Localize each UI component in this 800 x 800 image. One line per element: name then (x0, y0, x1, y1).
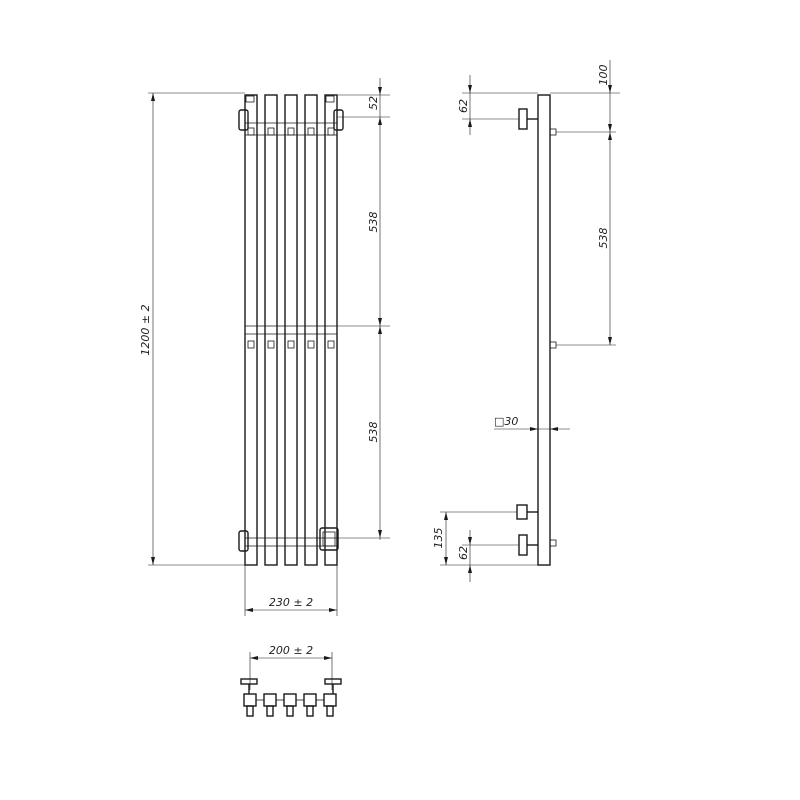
dim-side-spacing-label: 538 (597, 228, 610, 249)
front-view: 1200 ± 2 52 538 538 230 ± 2 (139, 78, 390, 616)
dim-bottom-width-label: 200 ± 2 (269, 644, 313, 657)
bottom-tube-2 (263, 693, 277, 707)
dim-overall-height: 1200 ± 2 (139, 92, 245, 566)
front-tube-5 (324, 94, 338, 566)
front-tube-2 (264, 94, 278, 566)
front-tube-3 (284, 94, 298, 566)
dim-side-bottom-135-label: 135 (432, 528, 445, 549)
dim-side-spacing: 538 (556, 132, 616, 346)
side-view: 100 62 538 □30 (432, 60, 620, 582)
bottom-view: 200 ± 2 (240, 644, 342, 717)
dim-side-top-label: 100 (597, 65, 610, 86)
front-tube-4 (304, 94, 318, 566)
dim-overall-height-label: 1200 ± 2 (139, 304, 152, 355)
front-bottom-collector (238, 527, 339, 552)
front-top-collector (238, 95, 344, 136)
dim-side-bottom-135: 135 (432, 511, 538, 566)
dim-side-top-pipe: 62 (457, 75, 538, 135)
dim-side-top: 100 (550, 60, 620, 133)
dim-upper-spacing-label: 538 (367, 212, 380, 233)
dim-right-stack: 52 538 538 (337, 78, 390, 540)
dim-tube-profile-label: □30 (494, 415, 518, 428)
front-middle-collector (245, 325, 337, 349)
dim-lower-spacing-label: 538 (367, 422, 380, 443)
side-middle-mark (549, 341, 557, 349)
dim-side-bottom-62-label: 62 (457, 546, 470, 560)
dim-top-offset-label: 52 (367, 96, 380, 110)
bottom-tube-4 (303, 693, 317, 707)
front-tube-1 (244, 94, 258, 566)
bottom-tube-1 (243, 693, 257, 707)
dim-overall-width-label: 230 ± 2 (269, 596, 313, 609)
dim-overall-width: 230 ± 2 (244, 565, 338, 616)
side-tube (537, 94, 551, 566)
dim-side-bottom-62: 62 (457, 530, 519, 582)
dim-tube-profile: □30 (494, 415, 570, 431)
dim-side-top-pipe-label: 62 (457, 99, 470, 113)
bottom-tube-5 (323, 693, 337, 707)
bottom-tube-3 (283, 693, 297, 707)
